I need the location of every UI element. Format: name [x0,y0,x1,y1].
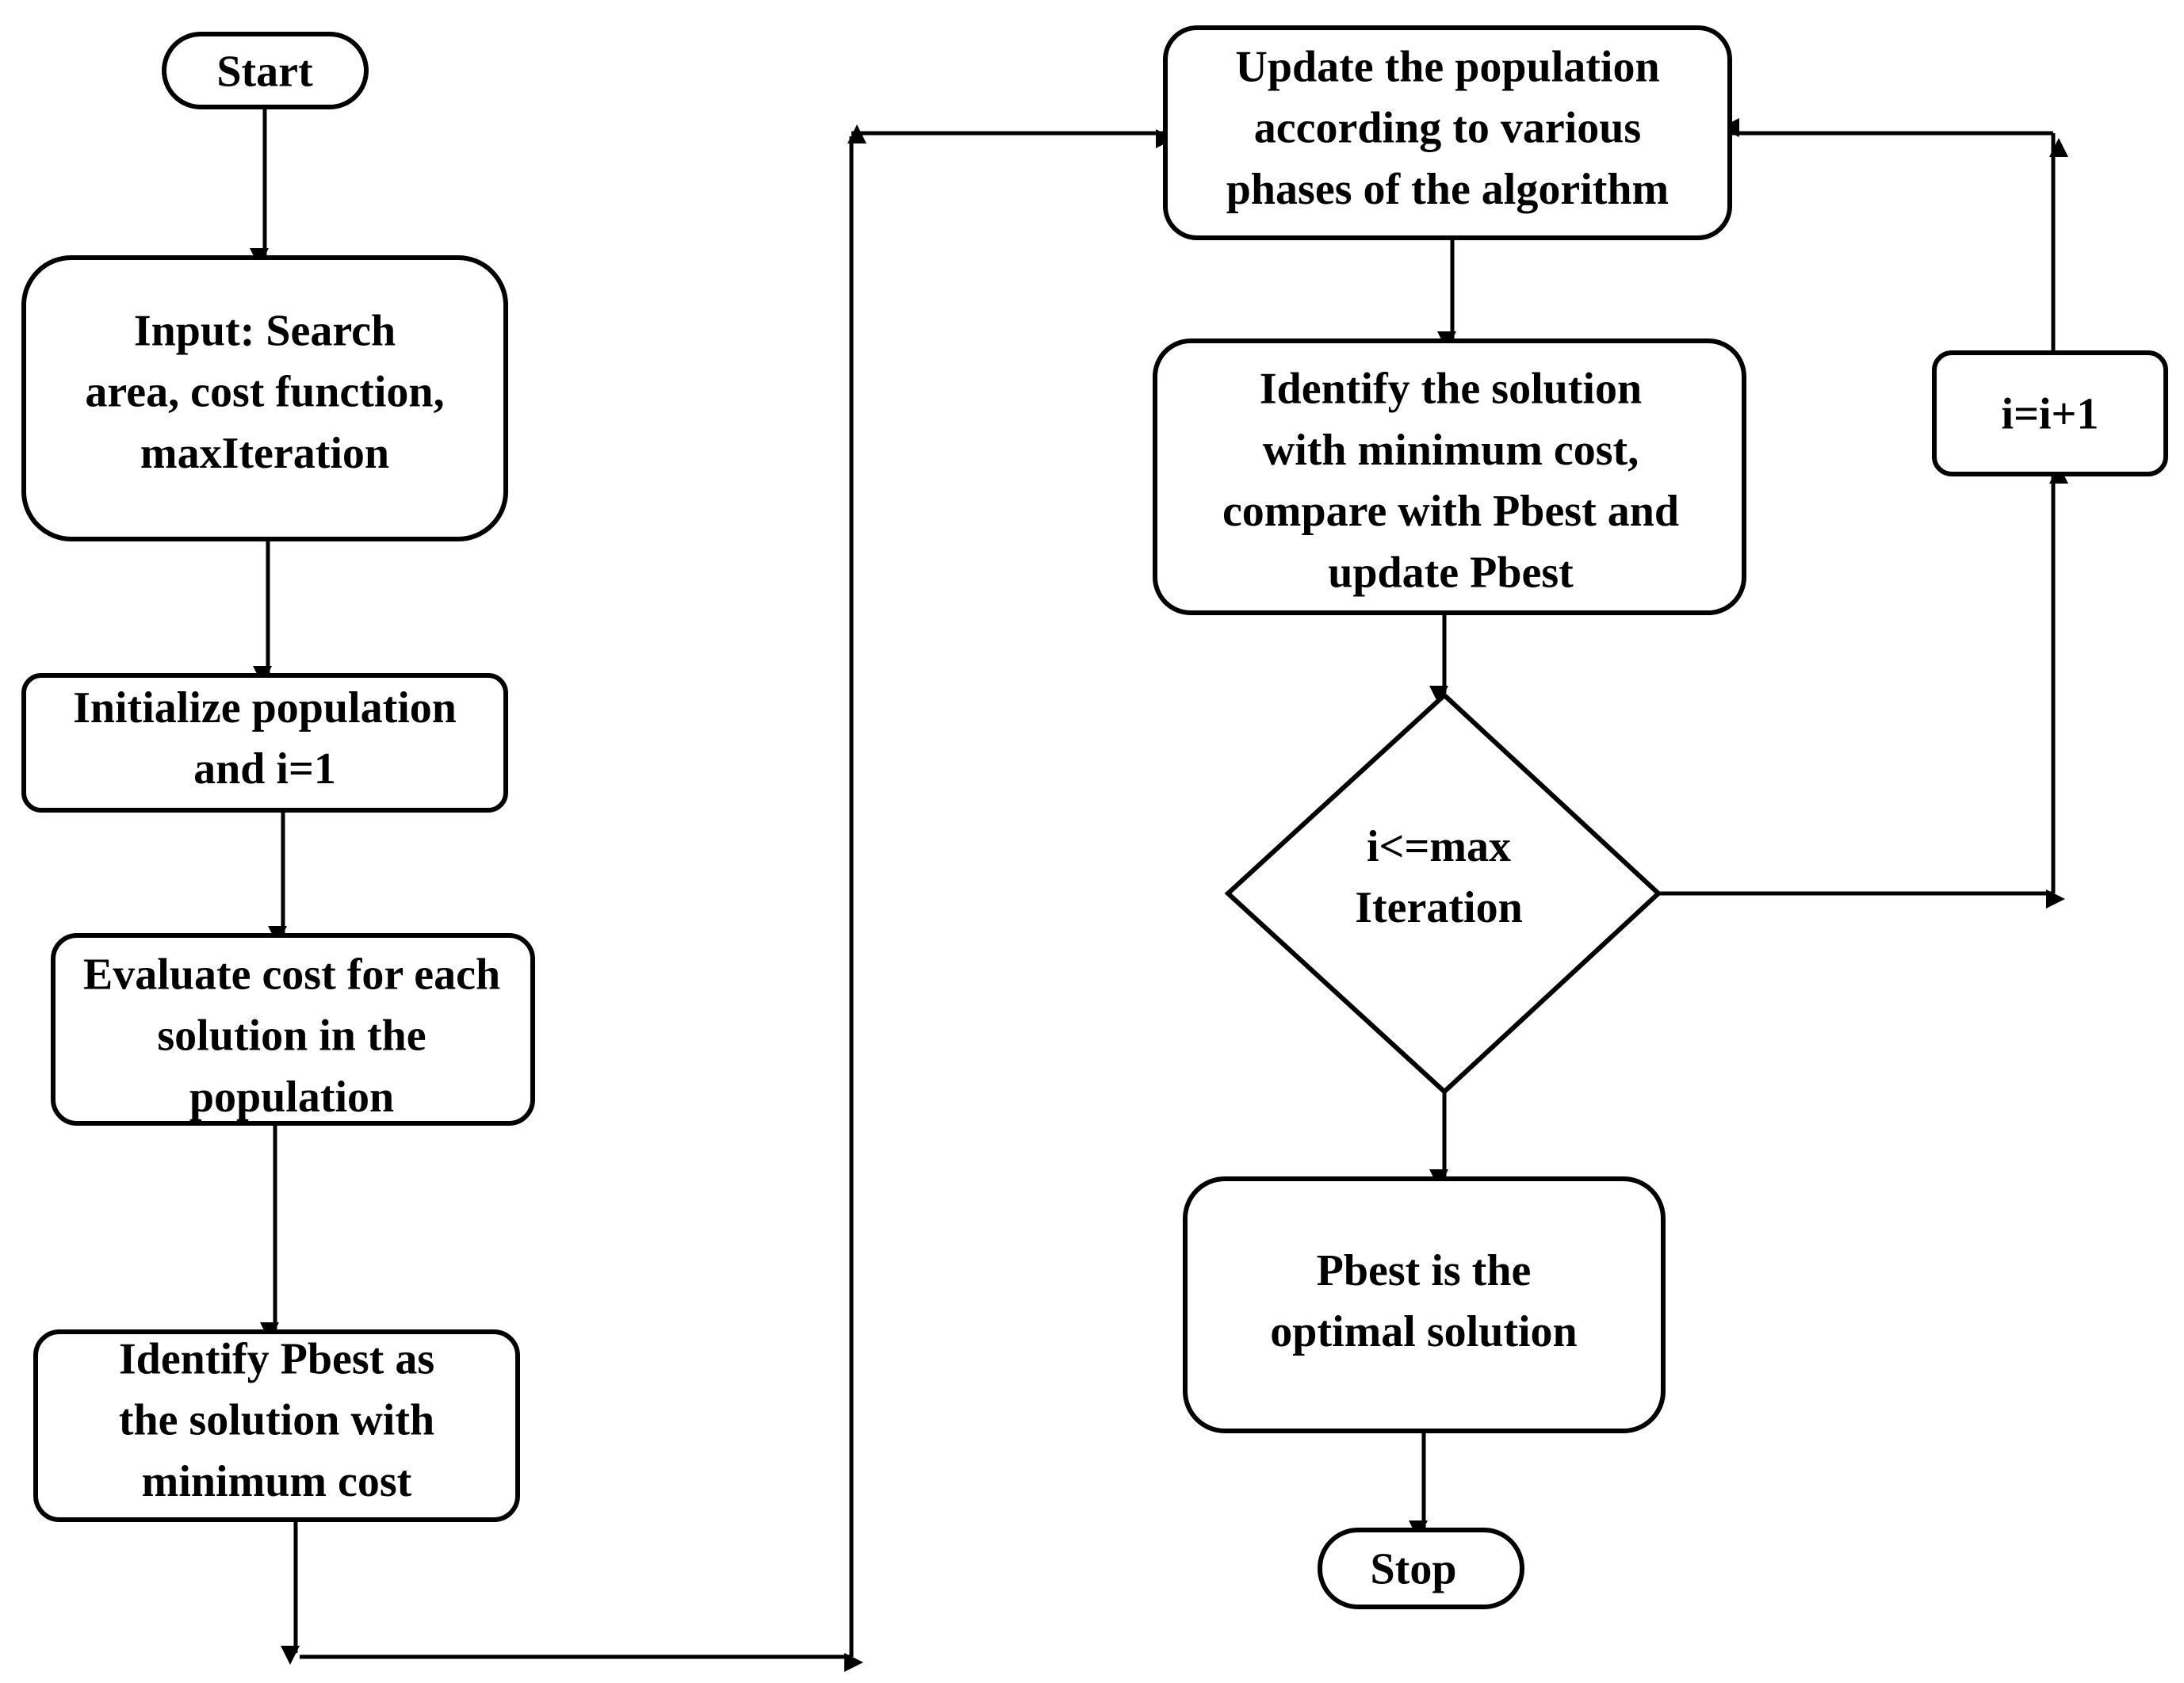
stop-label: Stop [1371,1545,1457,1594]
node-label-line: maxIteration [140,429,389,478]
pbest-init-label: Identify Pbest as the solution with minimu… [119,1334,434,1506]
increment-process-box: i=i+1 [1932,350,2168,476]
connector-arrows [249,107,2069,1673]
node-label-line: minimum cost [142,1457,412,1506]
node-label-line: i=i+1 [2002,390,2099,439]
node-label-line: population [189,1073,394,1122]
node-label-line: according to various [1254,104,1641,153]
node-label-line: Stop [1371,1545,1457,1594]
initialize-label: Initialize population and i=1 [73,683,457,794]
evaluate-process-box: Evaluate cost for each solution in the pop… [51,933,535,1126]
node-label-line: Identify Pbest as [119,1334,434,1383]
node-label-line: Iteration [1355,883,1523,932]
node-label-line: and i=1 [193,744,336,794]
update-population-label: Update the population according to variou… [1226,42,1669,214]
node-label-line: solution in the [157,1012,426,1061]
pbest-init-process-box: Identify Pbest as the solution with minimu… [33,1329,520,1522]
node-label-line: Start [216,48,313,97]
node-label-line: phases of the algorithm [1226,165,1669,214]
optimal-solution-label: Pbest is the optimal solution [1270,1246,1577,1356]
stop-terminal: Stop [1318,1528,1524,1609]
input-label: Input: Search area, cost function, maxIter… [85,306,444,478]
node-label-line: update Pbest [1328,549,1574,598]
evaluate-label: Evaluate cost for each solution in the pop… [83,950,500,1122]
start-label: Start [216,48,313,97]
update-population-box: Update the population according to variou… [1163,25,1732,240]
optimal-solution-box: Pbest is the optimal solution [1183,1176,1666,1433]
node-label-line: i<=max [1367,822,1511,871]
node-label-line: Evaluate cost for each [83,950,500,999]
node-label-line: Initialize population [73,683,457,732]
start-terminal: Start [162,32,369,109]
node-label-line: compare with Pbest and [1222,487,1679,536]
identify-minimum-label: Identify the solution with minimum cost, c… [1222,365,1679,598]
increment-label: i=i+1 [2002,390,2099,439]
input-process-box: Input: Search area, cost function, maxIter… [21,255,508,541]
node-label-line: optimal solution [1270,1307,1577,1356]
node-label-line: with minimum cost, [1263,426,1639,475]
node-label-line: Pbest is the [1317,1246,1532,1295]
node-label-line: Input: Search [134,306,396,355]
node-label-line: area, cost function, [85,368,444,417]
node-label-line: the solution with [119,1396,434,1445]
initialize-process-box: Initialize population and i=1 [21,673,508,813]
node-label-line: Update the population [1235,42,1659,91]
node-label-line: Identify the solution [1260,365,1642,414]
identify-minimum-box: Identify the solution with minimum cost, c… [1153,339,1746,615]
